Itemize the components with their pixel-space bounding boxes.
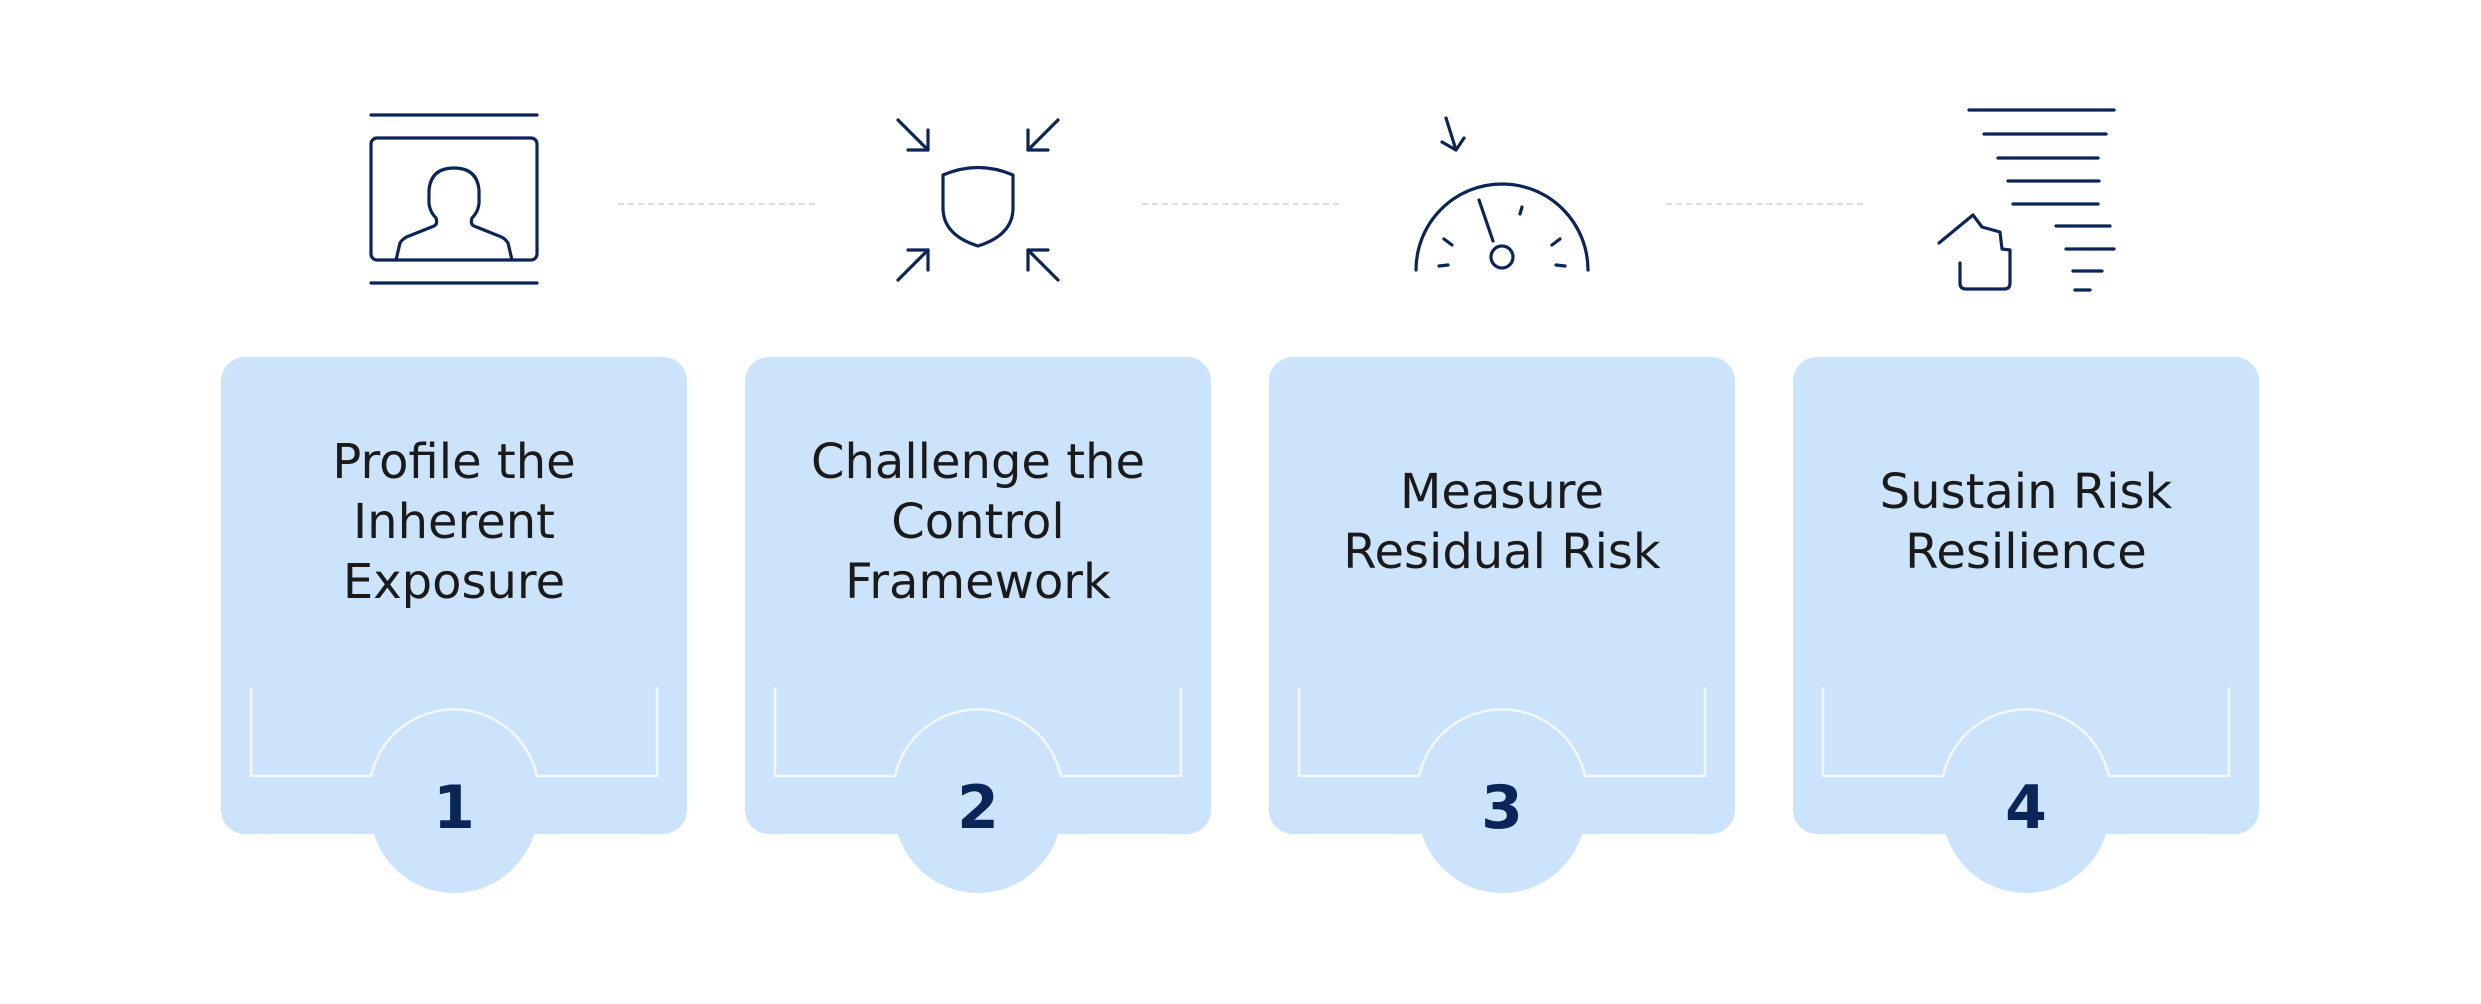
step-number: 3 <box>1481 773 1523 843</box>
step-title: Sustain Risk Resilience <box>1879 464 2173 580</box>
step-title: Challenge the Control Framework <box>810 434 1145 610</box>
house-storm-wind-icon <box>1926 100 2126 310</box>
gauge-meter-icon <box>1402 100 1602 310</box>
step-number: 1 <box>433 773 475 843</box>
connector-line-3-4 <box>1666 203 1863 205</box>
step-number: 2 <box>957 773 999 843</box>
step-number: 4 <box>2005 773 2047 843</box>
step-number-badge <box>894 725 1062 893</box>
step-number-badge <box>370 725 538 893</box>
step-number-badge <box>1418 725 1586 893</box>
step-card-4: Sustain Risk Resilience <box>1793 357 2259 834</box>
step-number-badge <box>1942 725 2110 893</box>
step-title: Measure Residual Risk <box>1343 464 1661 580</box>
profile-portrait-icon <box>354 100 554 310</box>
card-bracket-outline <box>773 687 1183 778</box>
connector-line-1-2 <box>618 203 815 205</box>
card-bracket-outline <box>1821 687 2231 778</box>
step-title: Profile the Inherent Exposure <box>332 434 576 610</box>
shield-compress-icon <box>878 100 1078 310</box>
connector-line-2-3 <box>1142 203 1339 205</box>
card-bracket-outline <box>249 687 659 778</box>
card-bracket-outline <box>1297 687 1707 778</box>
